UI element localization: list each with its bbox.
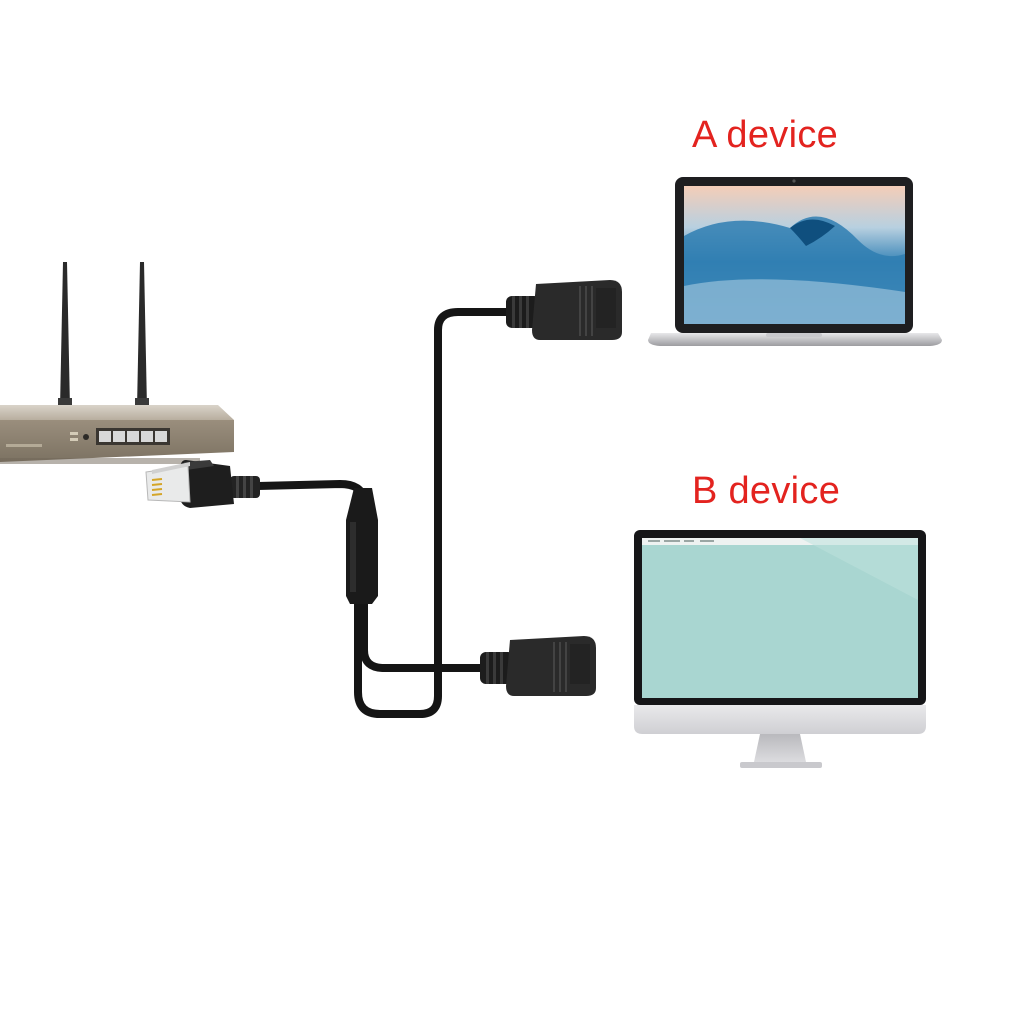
rj45-female-connector-icon-bottom <box>480 636 596 696</box>
router-top <box>0 405 234 420</box>
monitor-icon <box>634 530 926 768</box>
antenna-right <box>135 262 149 410</box>
monitor-foot <box>740 762 822 768</box>
monitor-stand <box>754 734 806 762</box>
router-ports <box>96 428 170 445</box>
device-b-label: B device <box>692 470 841 512</box>
antenna-left <box>58 262 72 410</box>
router-icon <box>0 262 234 464</box>
rj45-female-connector-icon <box>506 280 622 340</box>
plug-strain-relief <box>230 476 260 498</box>
laptop-icon <box>648 177 942 346</box>
laptop-base <box>648 333 942 346</box>
ethernet-plug-icon <box>145 460 260 508</box>
monitor-chin <box>634 705 926 734</box>
device-a-label: A device <box>692 114 839 156</box>
splitter-cable-icon <box>254 308 516 718</box>
splitter-junction <box>346 488 378 604</box>
reset-button-icon <box>83 434 89 440</box>
